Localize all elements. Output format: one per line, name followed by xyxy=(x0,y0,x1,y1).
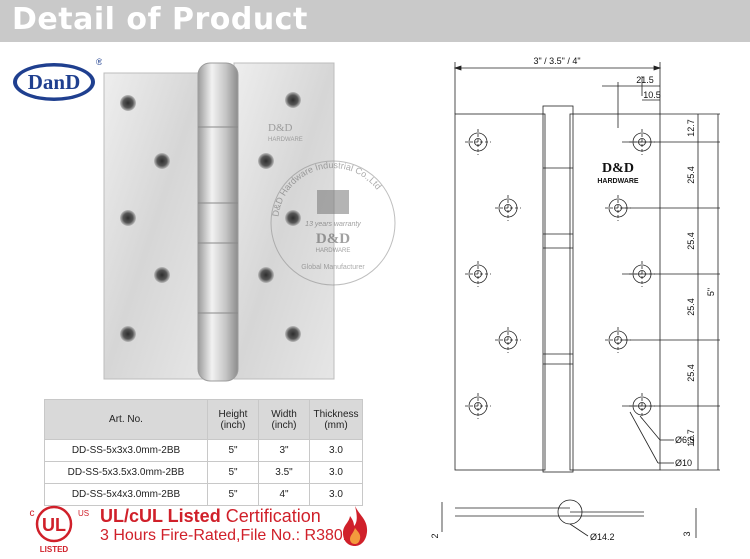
table-row: DD-SS-5x4x3.0mm-2BB 5" 4" 3.0 xyxy=(44,483,363,506)
screw-hole xyxy=(154,153,170,169)
dim-25-4-c: 25.4 xyxy=(686,298,696,316)
drawing-brand-stamp: D&D xyxy=(602,161,634,176)
dim-height-label: 5" xyxy=(706,288,716,296)
cell-height: 5" xyxy=(207,461,259,484)
knuckle xyxy=(197,62,239,382)
plate-stamp-brand: D&D xyxy=(268,122,293,134)
cert-title: UL/cUL Listed Certification xyxy=(100,506,321,527)
dim-12-7-bottom: 12.7 xyxy=(686,429,696,447)
watermark-warranty: 13 years warranty xyxy=(305,221,361,228)
cell-width: 3" xyxy=(258,439,310,462)
cell-width: 4" xyxy=(258,483,310,506)
watermark-global: Global Manufacturer xyxy=(301,264,365,271)
cert-title-rest: Certification xyxy=(220,506,321,526)
header-bar xyxy=(0,0,750,42)
technical-drawing: D&D HARDWARE 3" / 3.5" / 4" 21.5 10.5 12… xyxy=(430,56,720,542)
dim-hole-small: Ø6.5 xyxy=(675,435,695,445)
dim-knuckle-dia: Ø14.2 xyxy=(590,532,615,542)
drawing-holes xyxy=(465,129,655,419)
ul-c-mark: c xyxy=(30,508,35,519)
ul-us-mark: US xyxy=(78,509,89,518)
watermark-sub: HARDWARE xyxy=(316,248,351,254)
page-title: Detail of Product xyxy=(12,2,308,37)
dim-25-4-a: 25.4 xyxy=(686,166,696,184)
dim-12-7-top: 12.7 xyxy=(686,119,696,137)
cell-thickness: 3.0 xyxy=(309,439,363,462)
plate-stamp-sub: HARDWARE xyxy=(268,137,303,143)
watermark-brand: D&D xyxy=(316,231,350,247)
dim-thickness-right: 3 xyxy=(682,531,692,536)
right-leaf xyxy=(233,62,335,380)
ul-circle xyxy=(35,505,73,543)
logo-text: DanD xyxy=(28,70,81,94)
ul-mark: UL xyxy=(42,515,66,535)
col-header-height: Height(inch) xyxy=(207,399,259,440)
left-leaf xyxy=(103,72,205,380)
table-row: DD-SS-5x3.5x3.0mm-2BB 5" 3.5" 3.0 xyxy=(44,461,363,484)
cert-fire-rating: 3 Hours Fire-Rated,File No.: R38013 xyxy=(100,527,361,544)
cell-art-no: DD-SS-5x4x3.0mm-2BB xyxy=(44,483,208,506)
dim-21-5: 21.5 xyxy=(636,75,654,85)
cert-title-strong: UL/cUL Listed xyxy=(100,506,221,526)
screw-hole xyxy=(120,210,136,226)
dim-25-4-d: 25.4 xyxy=(686,364,696,382)
spec-table-header-row: Art. No. Height(inch) Width(inch) Thickn… xyxy=(44,399,363,440)
dim-width-label: 3" / 3.5" / 4" xyxy=(533,56,580,66)
screw-hole xyxy=(120,326,136,342)
col-header-width: Width(inch) xyxy=(258,399,310,440)
screw-hole xyxy=(285,92,301,108)
cell-height: 5" xyxy=(207,483,259,506)
spec-table: Art. No. Height(inch) Width(inch) Thickn… xyxy=(44,399,363,506)
screw-hole xyxy=(154,267,170,283)
ul-listed-icon: c UL US LISTED xyxy=(30,505,89,554)
screw-hole xyxy=(258,267,274,283)
dim-25-4-b: 25.4 xyxy=(686,232,696,250)
watermark-ring xyxy=(270,160,396,286)
screw-hole xyxy=(285,210,301,226)
col-header-art-no: Art. No. xyxy=(44,399,208,440)
cell-width: 3.5" xyxy=(258,461,310,484)
registered-mark: ® xyxy=(96,57,102,67)
brand-logo: DanD ® xyxy=(13,57,102,101)
table-row: DD-SS-5x3x3.0mm-2BB 5" 3" 3.0 xyxy=(44,439,363,462)
cell-art-no: DD-SS-5x3x3.0mm-2BB xyxy=(44,439,208,462)
screw-hole xyxy=(120,95,136,111)
col-header-thickness: Thickness(mm) xyxy=(309,399,363,440)
drawing-brand-stamp-sub: HARDWARE xyxy=(597,178,639,185)
dim-hole-large: Ø10 xyxy=(675,458,692,468)
cell-thickness: 3.0 xyxy=(309,461,363,484)
dim-thickness-left: 2 xyxy=(430,533,440,538)
hinge-photo: D&D HARDWARE D&D Hardware Industrial Co.… xyxy=(103,62,396,382)
dim-10-5: 10.5 xyxy=(643,90,661,100)
ul-listed-label: LISTED xyxy=(40,545,69,554)
watermark-shield-icon xyxy=(317,190,349,214)
cell-art-no: DD-SS-5x3.5x3.0mm-2BB xyxy=(44,461,208,484)
logo-ellipse-inner xyxy=(17,66,91,98)
cell-thickness: 3.0 xyxy=(309,483,363,506)
screw-hole xyxy=(258,153,274,169)
cell-height: 5" xyxy=(207,439,259,462)
flame-icon xyxy=(343,506,368,546)
screw-hole xyxy=(285,326,301,342)
